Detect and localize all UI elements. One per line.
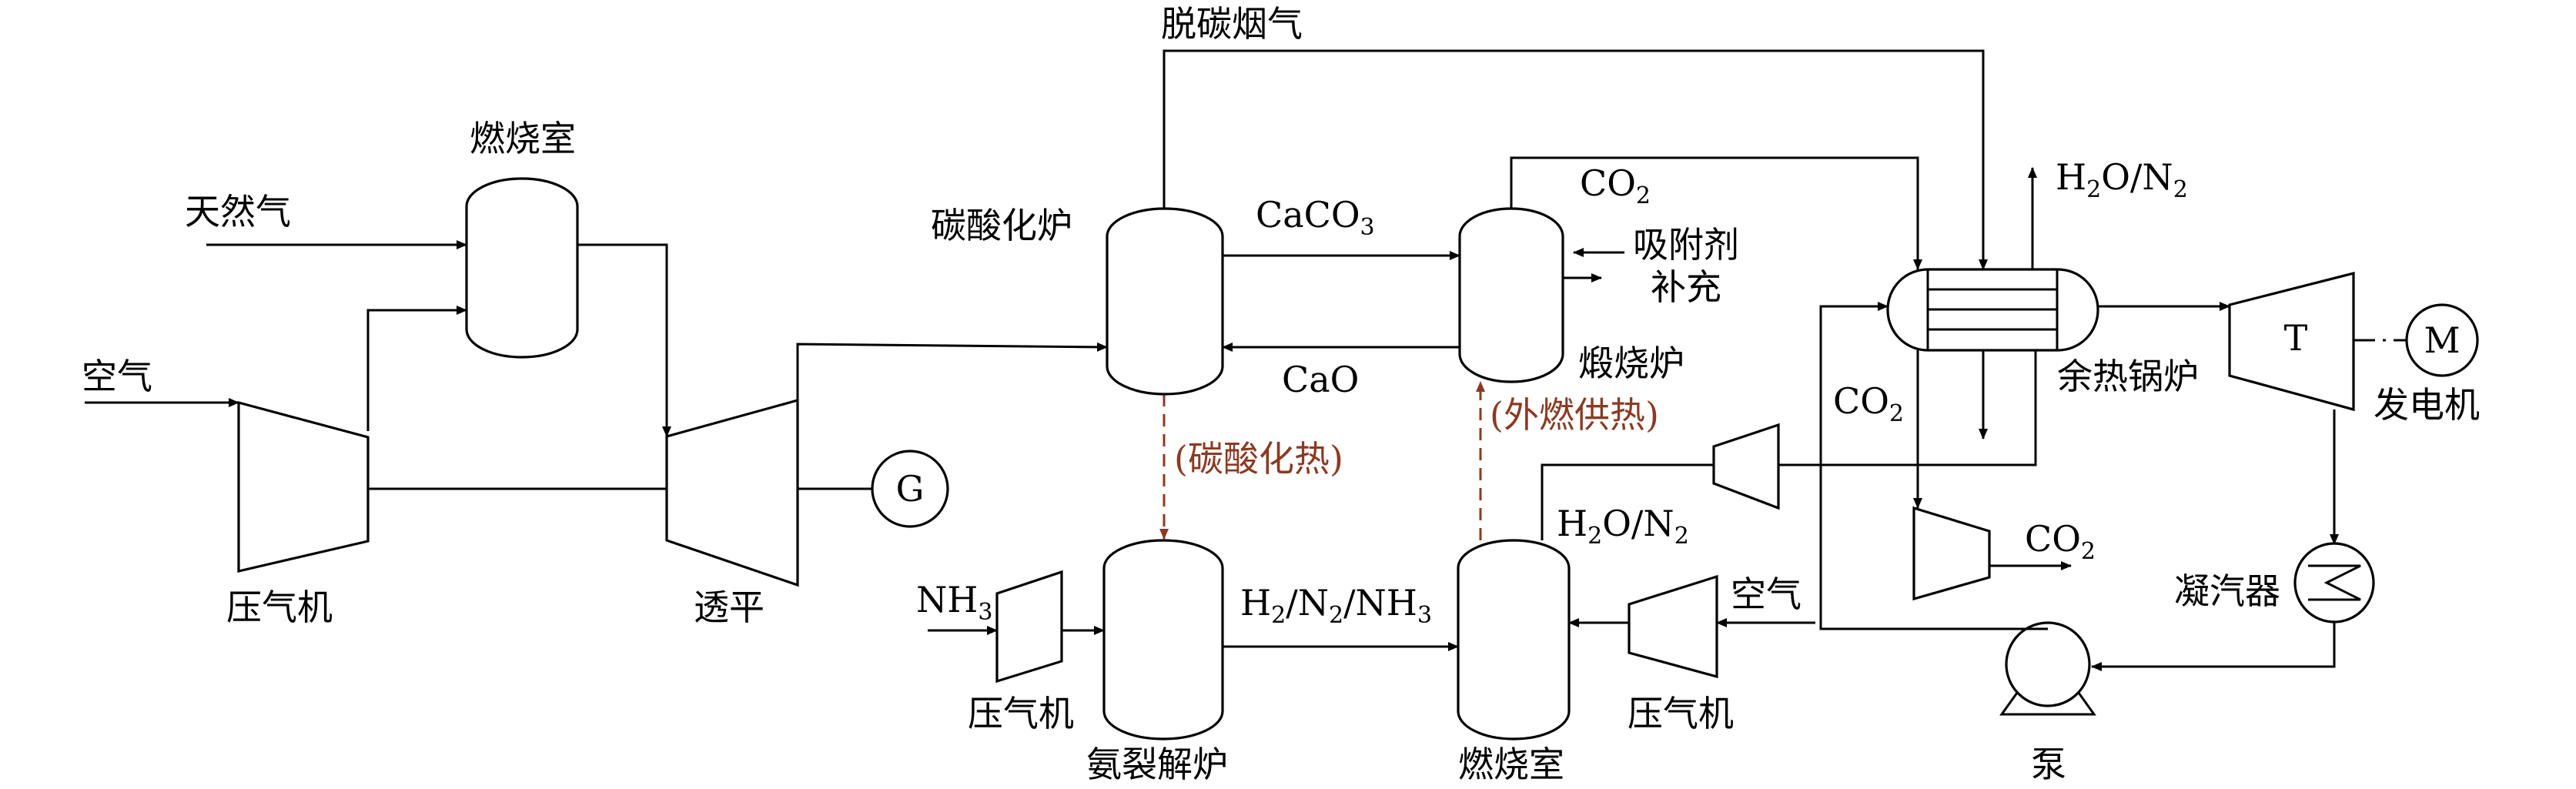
label-steam-turbine-t: T [2284,317,2308,359]
turbine-flue [1712,423,1780,510]
exhaust-to-carbonator-line [796,342,1108,400]
combustor-top [465,177,579,359]
label-compressor-right: 压气机 [1628,693,1734,734]
label-co2-mid: CO2 [1833,380,1904,427]
label-carbonator: 碳酸化炉 [931,205,1072,246]
flue-to-turbine-line [1541,463,1714,540]
combustor-to-turbine-line [577,243,671,437]
label-pump: 泵 [2031,744,2066,785]
label-co2-top: CO2 [1580,162,1651,209]
decarb-flue-gas-line [1163,49,1988,270]
feedwater-line [1819,302,2006,630]
label-carbonation-heat: (碳酸化热) [1174,438,1343,480]
label-hrsg: 余热锅炉 [2057,356,2199,397]
calciner [1458,207,1564,383]
compressor-nh3 [995,570,1063,684]
co2-calciner-to-hrsg-line [1510,156,1922,270]
ammonia-cracker [1102,539,1224,741]
label-calciner: 煅烧炉 [1578,343,1684,384]
label-condenser: 凝汽器 [2174,570,2280,612]
steam-turbine [2228,271,2355,412]
condenser-to-pump-line [2091,622,2336,671]
label-generator: 发电机 [2374,384,2480,426]
label-nh3: NH3 [916,579,992,626]
label-cao: CaO [1282,359,1359,400]
pump [1999,621,2096,716]
turbine-gas [665,398,799,587]
label-caco3: CaCO3 [1256,194,1375,241]
label-air-left: 空气 [82,356,152,397]
compressor-left [237,400,370,573]
label-combustor-bottom: 燃烧室 [1458,744,1564,785]
compressor-right [1628,574,1718,679]
label-sorbent-2: 补充 [1651,266,1721,308]
label-h2-n2-nh3: H2/N2/NH3 [1240,582,1432,629]
compressor-to-combustor-line [366,306,467,431]
label-compressor-nh3: 压气机 [968,693,1074,734]
condenser [2293,542,2375,624]
combustor-bottom [1457,539,1571,741]
label-generator-g: G [896,468,925,510]
label-external-heat: (外燃供热) [1490,394,1659,436]
label-natural-gas: 天然气 [185,191,291,232]
label-sorbent-1: 吸附剂 [1633,224,1739,266]
label-motor-m: M [2424,319,2460,361]
label-combustor-top: 燃烧室 [470,118,576,159]
label-h2o-n2-mid: H2O/N2 [1557,503,1689,550]
carbonator [1106,207,1224,396]
hrsg [1886,268,2099,352]
turbine-to-hrsg-line [1778,350,2037,466]
label-turbine: 透平 [694,587,764,628]
label-co2-out: CO2 [2025,518,2096,565]
generator-g-circle [871,450,949,528]
label-h2o-n2-top: H2O/N2 [2056,156,2188,203]
flow-lines [85,49,2406,671]
label-cracker: 氨裂解炉 [1086,744,1228,785]
label-air-right: 空气 [1731,573,1802,615]
label-decarb-flue-gas: 脱碳烟气 [1161,3,1303,45]
motor-m-circle [2405,303,2479,377]
label-compressor-left: 压气机 [226,587,333,628]
compressor-co2 [1912,506,1991,601]
